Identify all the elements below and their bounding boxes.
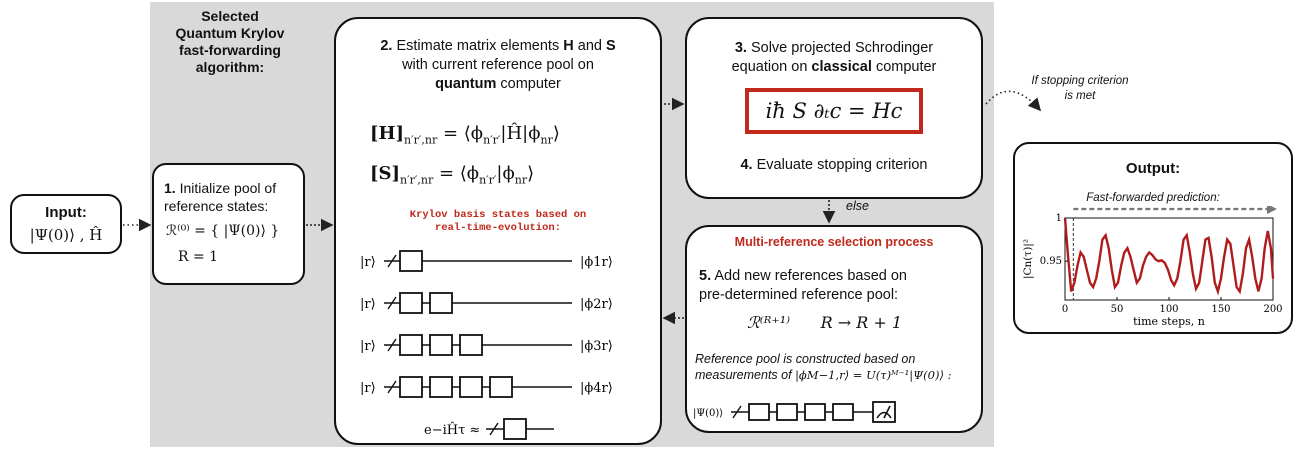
circuit-input-ket: |r⟩	[360, 297, 376, 312]
step2-line3-rest: computer	[500, 76, 561, 92]
x-tick-label: 0	[1062, 304, 1068, 315]
step3-box: 3. Solve projected Schrodinger equation …	[685, 17, 983, 199]
step1-text: 1. Initialize pool of reference states:	[164, 179, 304, 215]
step2-line1: Estimate matrix elements	[396, 38, 560, 54]
krylov-basis-label: Krylov basis states based on real-time-e…	[409, 209, 587, 234]
step2-line2: with current reference pool on	[402, 57, 594, 73]
step1-box: 1. Initialize pool of reference states: …	[152, 163, 305, 285]
s-matrix-equation: [S]n′r′,nr = ⟨ϕn′r′|ϕnr⟩	[370, 163, 535, 187]
krylov-circuits: |r⟩ |ϕ1r⟩ |r⟩ |ϕ2r⟩ |r⟩ |ϕ3r⟩ |r⟩ |ϕ4r⟩ e−iĤτ ≈	[360, 250, 613, 440]
evolution-gate	[399, 250, 423, 272]
circuit-slash	[387, 296, 397, 310]
circuit-input-ket: |Ψ(0)⟩	[693, 408, 723, 419]
else-label: else	[846, 199, 869, 213]
prediction-series	[1063, 217, 1275, 296]
evolution-gate	[429, 334, 453, 356]
step2-number: 2.	[380, 38, 393, 54]
step2-bold-h: H	[563, 38, 574, 54]
x-axis-label: time steps, n	[1133, 315, 1205, 328]
y-tick-label: 1	[1056, 213, 1062, 224]
x-tick-label: 200	[1263, 304, 1282, 315]
output-subtitle: Fast-forwarded prediction:	[1086, 192, 1220, 204]
circuit-output-ket: |ϕ4r⟩	[580, 381, 613, 396]
circuit-input-ket: |r⟩	[360, 381, 376, 396]
y-tick-label: 0.95	[1040, 256, 1062, 267]
circuit-slash	[387, 380, 397, 394]
circuit-output-ket: |ϕ2r⟩	[580, 297, 613, 312]
step2-box: 2. Estimate matrix elements H and S with…	[334, 17, 662, 445]
step2-bold-s: S	[606, 38, 616, 54]
evolution-gate	[429, 292, 453, 314]
input-math: |Ψ(0)⟩ , Ĥ	[29, 226, 103, 244]
stop-arrow	[985, 90, 1042, 112]
step1-math1: ℛ⁽⁰⁾ = { |Ψ(0)⟩ }	[166, 223, 280, 239]
evolution-gate	[399, 292, 423, 314]
step1-math2: R = 1	[178, 249, 219, 265]
evolution-gate	[459, 334, 483, 356]
x-tick-label: 100	[1159, 304, 1178, 315]
circuit-output-ket: |ϕ3r⟩	[580, 339, 613, 354]
schrodinger-equation: iħ S ∂ₜc = Hc	[745, 88, 923, 134]
step1-line2: reference states:	[164, 198, 269, 214]
step3-text: 3. Solve projected Schrodinger equation …	[731, 40, 937, 75]
step4-text: 4. Evaluate stopping criterion	[740, 157, 928, 173]
reference-pool-note: Reference pool is constructed based on m…	[695, 352, 952, 382]
evolution-gate	[399, 376, 423, 398]
step5-math: ℛ⁽ᴿ⁺¹⁾ R → R + 1	[747, 313, 903, 332]
step2-quantum: quantum	[435, 76, 497, 92]
circuit-input-ket: |r⟩	[360, 339, 376, 354]
y-axis-label: |Cn(τ)|²	[1022, 239, 1035, 279]
step1-line1: Initialize pool of	[179, 180, 277, 196]
header-line1: Selected	[201, 8, 259, 24]
circuit-input-ket: |r⟩	[360, 255, 376, 270]
step1-number: 1.	[164, 180, 176, 196]
circuit-slash	[387, 254, 397, 268]
multi-reference-box: Multi-reference selection process 5. Add…	[685, 225, 983, 433]
prediction-chart: 0 50 100 150 200 1 0.95 time steps, n |Cn(τ)|²	[1022, 206, 1283, 328]
x-tick-label: 150	[1211, 304, 1230, 315]
header-line2: Quantum Krylov	[175, 25, 285, 41]
step2-text: 2. Estimate matrix elements H and S with…	[336, 37, 660, 94]
multi-reference-title: Multi-reference selection process	[734, 235, 934, 249]
approx-label: e−iĤτ ≈	[424, 422, 480, 438]
circuit-output-ket: |ϕ1r⟩	[580, 255, 613, 270]
circuit-slash	[387, 338, 397, 352]
input-box: Input: |Ψ(0)⟩ , Ĥ	[10, 194, 122, 254]
header-line4: algorithm:	[195, 59, 265, 75]
evolution-gate	[399, 334, 423, 356]
h-matrix-equation: [H]n′r′,nr = ⟨ϕn′r′|Ĥ|ϕnr⟩	[370, 123, 560, 147]
header-line3: fast-forwarding	[179, 42, 281, 58]
step5-text: 5. Add new references based on pre-deter…	[699, 268, 907, 303]
stopping-label: If stopping criterion is met	[1031, 75, 1129, 102]
step2-and: and	[577, 38, 602, 54]
algorithm-header: Selected Quantum Krylov fast-forwarding …	[160, 8, 300, 76]
evolution-gate	[459, 376, 483, 398]
output-title: Output:	[1125, 160, 1181, 177]
single-gate	[503, 418, 527, 440]
x-tick-label: 50	[1111, 304, 1124, 315]
evolution-gate	[489, 376, 513, 398]
input-title: Input:	[45, 204, 87, 221]
measurement-circuit: |Ψ(0)⟩	[693, 401, 896, 423]
evolution-gate	[429, 376, 453, 398]
